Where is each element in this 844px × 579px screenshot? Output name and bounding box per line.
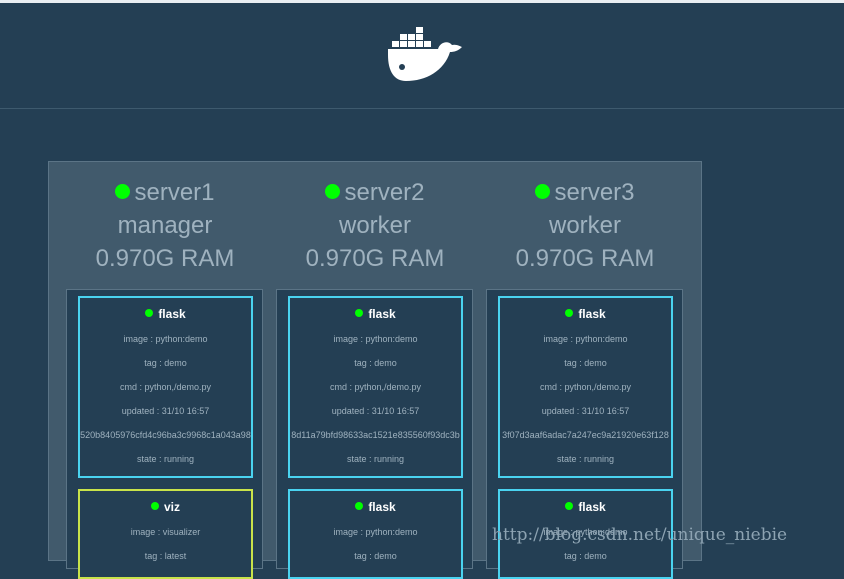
node-role: worker — [548, 212, 621, 239]
watermark: http://blog.csdn.net/unique_niebie — [492, 525, 788, 545]
top-border — [0, 0, 844, 3]
task-name: viz — [163, 500, 180, 514]
task-name: flask — [578, 500, 606, 514]
task-cmd: cmd : python,/demo.py — [119, 382, 212, 392]
task-card[interactable]: flask image : python:demo tag : demo cmd… — [288, 296, 463, 478]
node-role: worker — [338, 212, 411, 239]
docker-whale-icon — [388, 27, 462, 81]
task-state: state : running — [346, 454, 405, 464]
status-dot — [145, 309, 154, 317]
node-tasks: flask image : python:demo tag : demo cmd… — [66, 289, 263, 579]
task-state: state : running — [136, 454, 195, 464]
swarm-cluster: server1 manager 0.970G RAM flask image :… — [48, 161, 702, 579]
node-name: server3 — [480, 176, 690, 209]
status-dot — [355, 309, 364, 317]
task-card[interactable]: viz image : visualizer tag : latest — [78, 489, 253, 579]
task-id: 8d11a79bfd98633ac1521e835560f93dc3b — [291, 430, 460, 440]
task-cmd: cmd : python,/demo.py — [539, 382, 632, 392]
task-tag: tag : demo — [354, 358, 397, 368]
task-tag: tag : demo — [564, 358, 607, 368]
node-header: server3 worker 0.970G RAM — [480, 176, 690, 275]
task-updated: updated : 31/10 16:57 — [331, 406, 420, 416]
status-dot — [535, 184, 551, 199]
node-name: server2 — [270, 176, 480, 209]
task-cmd: cmd : python,/demo.py — [329, 382, 422, 392]
status-dot — [325, 184, 341, 199]
task-tag: tag : demo — [354, 551, 397, 561]
task-image: image : python:demo — [123, 334, 208, 344]
node-role: manager — [117, 212, 213, 239]
task-image: image : visualizer — [130, 527, 201, 537]
status-dot — [565, 309, 574, 317]
task-state: state : running — [556, 454, 615, 464]
task-id: 3f07d3aaf6adac7a247ec9a21920e63f128 — [502, 430, 669, 440]
task-name: flask — [368, 307, 396, 321]
task-image: image : python:demo — [333, 334, 418, 344]
task-card[interactable]: flask image : python:demo tag : demo — [288, 489, 463, 579]
node-ram: 0.970G RAM — [515, 245, 655, 272]
task-image: image : python:demo — [333, 527, 418, 537]
status-dot — [565, 502, 574, 510]
node-name: server1 — [60, 176, 270, 209]
task-name: flask — [368, 500, 396, 514]
status-dot — [355, 502, 364, 510]
task-tag: tag : demo — [144, 358, 187, 368]
task-tag: tag : latest — [144, 551, 187, 561]
task-image: image : python:demo — [543, 527, 628, 537]
status-dot — [115, 184, 131, 199]
task-card[interactable]: flask image : python:demo tag : demo cmd… — [78, 296, 253, 478]
task-updated: updated : 31/10 16:57 — [541, 406, 630, 416]
header — [0, 3, 844, 109]
node-tasks: flask image : python:demo tag : demo cmd… — [276, 289, 473, 579]
node-header: server1 manager 0.970G RAM — [60, 176, 270, 275]
task-image: image : python:demo — [543, 334, 628, 344]
task-updated: updated : 31/10 16:57 — [121, 406, 210, 416]
node-header: server2 worker 0.970G RAM — [270, 176, 480, 275]
status-dot — [150, 502, 159, 510]
task-name: flask — [578, 307, 606, 321]
task-id: 520b8405976cfd4c96ba3c9968c1a043a98 — [80, 430, 251, 440]
node-ram: 0.970G RAM — [95, 245, 235, 272]
task-name: flask — [158, 307, 186, 321]
task-tag: tag : demo — [564, 551, 607, 561]
node-ram: 0.970G RAM — [305, 245, 445, 272]
task-card[interactable]: flask image : python:demo tag : demo cmd… — [498, 296, 673, 478]
